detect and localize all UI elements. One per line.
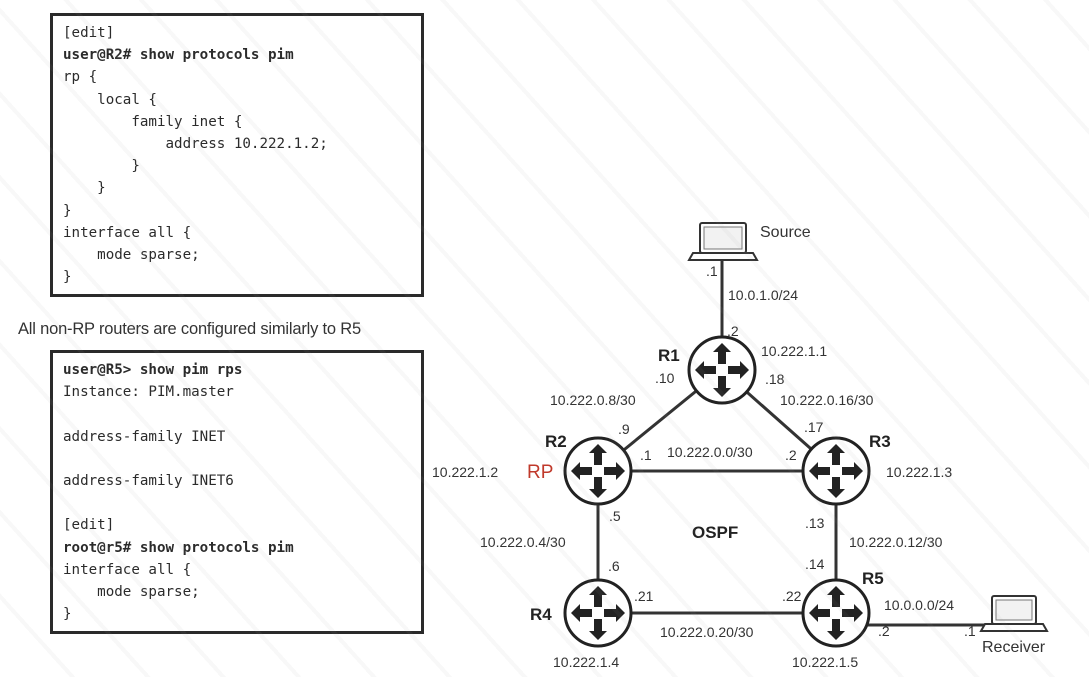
r1-r2-subnet: 10.222.0.8/30 [550, 392, 636, 408]
r1-if-r3-label: .18 [765, 371, 785, 387]
r5-receiver-subnet: 10.0.0.0/24 [884, 597, 954, 613]
r1-name: R1 [658, 346, 680, 365]
r2-pim-config-box: [edit] user@R2# show protocols pim rp { lo… [50, 13, 424, 297]
r5-if-r4-label: .22 [782, 588, 802, 604]
config-line: user@R5> show pim rps [63, 362, 243, 378]
receiver-laptop-icon [979, 595, 1049, 632]
config-caption: All non-RP routers are configured simila… [18, 320, 361, 338]
rp-label: RP [527, 462, 553, 483]
config-line: } [63, 269, 72, 286]
r2-if-r1-label: .9 [618, 421, 630, 437]
r2-if-r4-label: .5 [609, 508, 621, 524]
config-line: interface all { [63, 561, 192, 578]
config-line: address 10.222.1.2; [63, 135, 328, 152]
config-line: local { [63, 91, 157, 108]
config-line: } [63, 158, 140, 175]
r4-r5-subnet: 10.222.0.20/30 [660, 624, 754, 640]
r4-router-icon [563, 578, 633, 648]
config-line: } [63, 606, 72, 623]
r1-router-icon [687, 335, 757, 405]
config-line: root@r5# show protocols pim [63, 539, 294, 556]
r5-loopback: 10.222.1.5 [792, 654, 858, 670]
r5-router-icon [801, 578, 871, 648]
config-line: address-family INET [63, 428, 226, 445]
source-if-label: .1 [706, 263, 718, 279]
r4-if-r2-label: .6 [608, 558, 620, 574]
config-line: Instance: PIM.master [63, 384, 234, 401]
r1-if-r2-label: .10 [655, 370, 675, 386]
r3-if-r5-label: .13 [805, 515, 825, 531]
source-label: Source [760, 224, 811, 241]
r2-r4-subnet: 10.222.0.4/30 [480, 534, 566, 550]
config-line: family inet { [63, 113, 243, 130]
config-line: user@R2# show protocols pim [63, 47, 294, 64]
config-line: [edit] [63, 517, 115, 534]
r3-name: R3 [869, 432, 891, 451]
r2-router-icon [563, 436, 633, 506]
r5-if-r3-label: .14 [805, 556, 825, 572]
r4-loopback: 10.222.1.4 [553, 654, 619, 670]
r4-name: R4 [530, 605, 552, 624]
r2-r3-subnet: 10.222.0.0/30 [667, 444, 753, 460]
r3-if-r1-label: .17 [804, 419, 824, 435]
r3-loopback: 10.222.1.3 [886, 464, 952, 480]
r1-loopback: 10.222.1.1 [761, 343, 827, 359]
ospf-area-label: OSPF [692, 523, 738, 542]
r3-r5-subnet: 10.222.0.12/30 [849, 534, 943, 550]
source-laptop-icon [687, 222, 759, 261]
r3-if-r2-label: .2 [785, 447, 797, 463]
config-line: mode sparse; [63, 246, 200, 263]
r4-if-r5-label: .21 [634, 588, 654, 604]
config-line: interface all { [63, 224, 192, 241]
receiver-if-label: .1 [964, 623, 976, 639]
r5-name: R5 [862, 569, 884, 588]
r5-if-receiver-label: .2 [878, 623, 890, 639]
r3-router-icon [801, 436, 871, 506]
config-line: [edit] [63, 25, 115, 41]
source-subnet-label: 10.0.1.0/24 [728, 287, 798, 303]
config-line: mode sparse; [63, 583, 200, 600]
receiver-label: Receiver [982, 639, 1046, 656]
config-line: address-family INET6 [63, 472, 234, 489]
r2-name: R2 [545, 432, 567, 451]
config-line: } [63, 202, 72, 219]
r2-loopback: 10.222.1.2 [432, 464, 498, 480]
r2-if-r3-label: .1 [640, 447, 652, 463]
config-line: } [63, 180, 106, 197]
r1-if-source-label: .2 [727, 323, 739, 339]
config-line: rp { [63, 69, 98, 86]
r1-r3-subnet: 10.222.0.16/30 [780, 392, 874, 408]
